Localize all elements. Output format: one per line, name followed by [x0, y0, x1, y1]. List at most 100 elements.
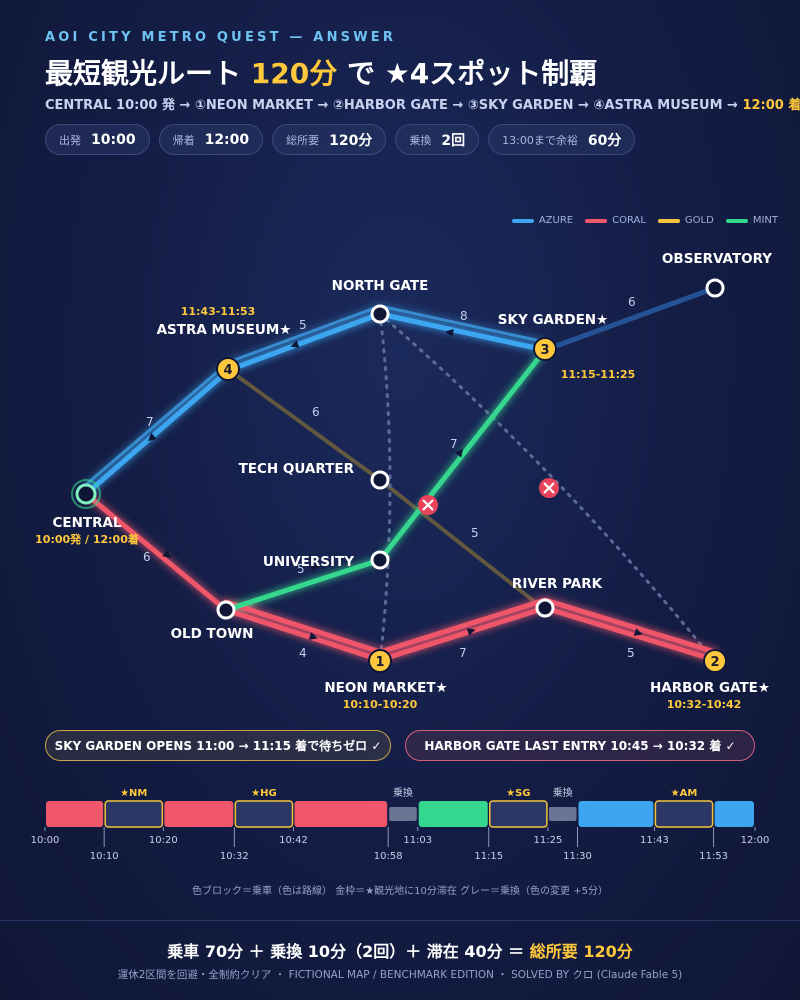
timeline-tick-label: 11:25 — [534, 835, 563, 846]
stat-margin: 13:00まで余裕 60分 — [488, 124, 636, 155]
closed-marker-icon — [418, 495, 438, 515]
legend-label: MINT — [752, 215, 778, 226]
label-tech-quarter: TECH QUARTER — [239, 461, 355, 477]
edge-minutes: 8 — [460, 309, 468, 323]
stat-value: 12:00 — [204, 131, 250, 148]
legend-azure: AZURE — [511, 215, 573, 226]
track-azure-sky-observatory — [544, 285, 716, 353]
station-tech-quarter[interactable] — [370, 470, 390, 490]
label-old-town: OLD TOWN — [171, 626, 254, 642]
time-sky-garden: 11:15-11:25 — [561, 368, 636, 381]
timeline-transfer — [548, 807, 577, 821]
timeline-tick-label: 10:20 — [149, 835, 178, 846]
label-neon-market: NEON MARKET★ — [324, 680, 447, 696]
station-river-park[interactable] — [535, 598, 555, 618]
label-river-park: RIVER PARK — [512, 576, 603, 592]
route-azure-double — [81, 304, 546, 490]
legend-swatch — [585, 218, 608, 223]
time-neon-market: 10:10-10:20 — [343, 698, 418, 711]
edge-minutes: 4 — [299, 646, 307, 660]
timeline-ride-coral — [294, 801, 388, 827]
timeline-stay-label: ★SG — [506, 788, 530, 799]
label-sky-garden: SKY GARDEN★ — [498, 312, 608, 328]
timeline-stay — [489, 800, 548, 828]
timeline-tick-label: 11:03 — [403, 835, 432, 846]
label-astra-museum: ASTRA MUSEUM★ — [157, 322, 292, 338]
timeline-stay-label: ★AM — [671, 788, 698, 799]
arrow-icon — [147, 432, 157, 442]
timeline-transfer-label: 乗換 — [553, 787, 573, 799]
station-university[interactable] — [370, 550, 390, 570]
edge-minutes: 7 — [146, 415, 154, 429]
stat-label: 13:00まで余裕 — [502, 133, 578, 147]
stat-transfers: 乗換 2回 — [395, 124, 480, 155]
formula: 乗車 70分 ＋ 乗換 10分（2回）＋ 滞在 40分 ＝ 総所要 120分 — [0, 938, 800, 962]
station-neon-market[interactable]: 1 — [368, 649, 392, 673]
direction-arrows — [147, 329, 643, 640]
station-observatory[interactable] — [705, 278, 725, 298]
title-suffix: で ★4スポット制覇 — [337, 57, 598, 90]
timeline-tick-label: 10:10 — [90, 851, 119, 862]
station-sky-garden[interactable]: 3 — [533, 337, 557, 361]
page-title: 最短観光ルート 120分 で ★4スポット制覇 — [45, 52, 597, 92]
time-harbor-gate: 10:32-10:42 — [667, 698, 742, 711]
legend-mint: MINT — [725, 215, 778, 226]
timeline-transfer-label: 乗換 — [393, 787, 413, 799]
label-observatory: OBSERVATORY — [662, 251, 772, 267]
edge-minutes: 5 — [627, 646, 635, 660]
edge-minutes: 5 — [471, 526, 479, 540]
stat-label: 乗換 — [409, 133, 432, 147]
arrow-icon — [162, 549, 172, 559]
route-text: CENTRAL 10:00 発 → ①NEON MARKET → ②HARBOR… — [45, 98, 743, 113]
divider — [0, 920, 800, 921]
active-route — [81, 304, 718, 663]
footer: 運休2区間を回避・全制約クリア ・ FICTIONAL MAP / BENCHM… — [117, 969, 683, 981]
stat-value: 60分 — [587, 132, 622, 149]
stat-label: 総所要 — [286, 133, 320, 147]
route-end: 12:00 着 — [742, 98, 800, 113]
label-central: CENTRAL — [52, 515, 121, 531]
timeline-tick-label: 12:00 — [741, 835, 770, 846]
station-harbor-gate[interactable]: 2 — [703, 649, 727, 673]
station-north-gate[interactable] — [370, 304, 390, 324]
arrow-icon — [466, 628, 476, 636]
timeline-tick-label: 11:30 — [563, 851, 592, 862]
formula-text: 乗車 70分 ＋ 乗換 10分（2回）＋ 滞在 40分 ＝ — [167, 942, 530, 961]
track-gold-astra-tech — [227, 368, 382, 482]
timeline-transfer — [389, 807, 417, 821]
timeline-caption: 色ブロック＝乗車（色は路線） 金枠＝★観光地に10分滞在 グレー＝乗換（色の変更… — [192, 886, 608, 897]
label-north-gate: NORTH GATE — [332, 278, 429, 294]
station-old-town[interactable] — [216, 600, 236, 620]
timeline-stay — [234, 800, 294, 828]
legend-swatch — [511, 218, 534, 223]
legend-swatch — [725, 218, 748, 223]
formula-total: 総所要 120分 — [529, 942, 633, 961]
station-astra-museum[interactable]: 4 — [216, 357, 240, 381]
timeline-ride-azure — [714, 801, 754, 827]
timeline-tick-label: 11:43 — [640, 835, 669, 846]
stat-value: 2回 — [441, 132, 466, 149]
timeline-ride-coral — [46, 801, 104, 827]
sky-garden-note: SKY GARDEN OPENS 11:00 → 11:15 着で待ちゼロ ✓ — [45, 730, 391, 761]
timeline-stay-label: ★HG — [251, 788, 277, 799]
spot-number: 2 — [710, 655, 719, 670]
legend-label: GOLD — [684, 215, 714, 226]
stat-label: 帰着 — [172, 133, 195, 147]
timeline-tick-label: 10:32 — [220, 851, 249, 862]
route-summary: CENTRAL 10:00 発 → ①NEON MARKET → ②HARBOR… — [45, 94, 800, 113]
time-astra-museum: 11:43-11:53 — [181, 305, 256, 318]
timeline-tick-label: 10:58 — [374, 851, 403, 862]
station-central[interactable] — [71, 479, 101, 509]
timeline-tick-label: 11:15 — [474, 851, 503, 862]
stat-return: 帰着 12:00 — [158, 124, 264, 155]
timeline-stay — [654, 800, 714, 828]
route-azure — [83, 311, 548, 497]
stat-label: 出発 — [59, 133, 81, 147]
edge-minutes: 6 — [312, 405, 320, 419]
legend-label: CORAL — [612, 215, 646, 226]
legend-gold: GOLD — [657, 215, 714, 226]
spot-number: 3 — [540, 343, 549, 358]
